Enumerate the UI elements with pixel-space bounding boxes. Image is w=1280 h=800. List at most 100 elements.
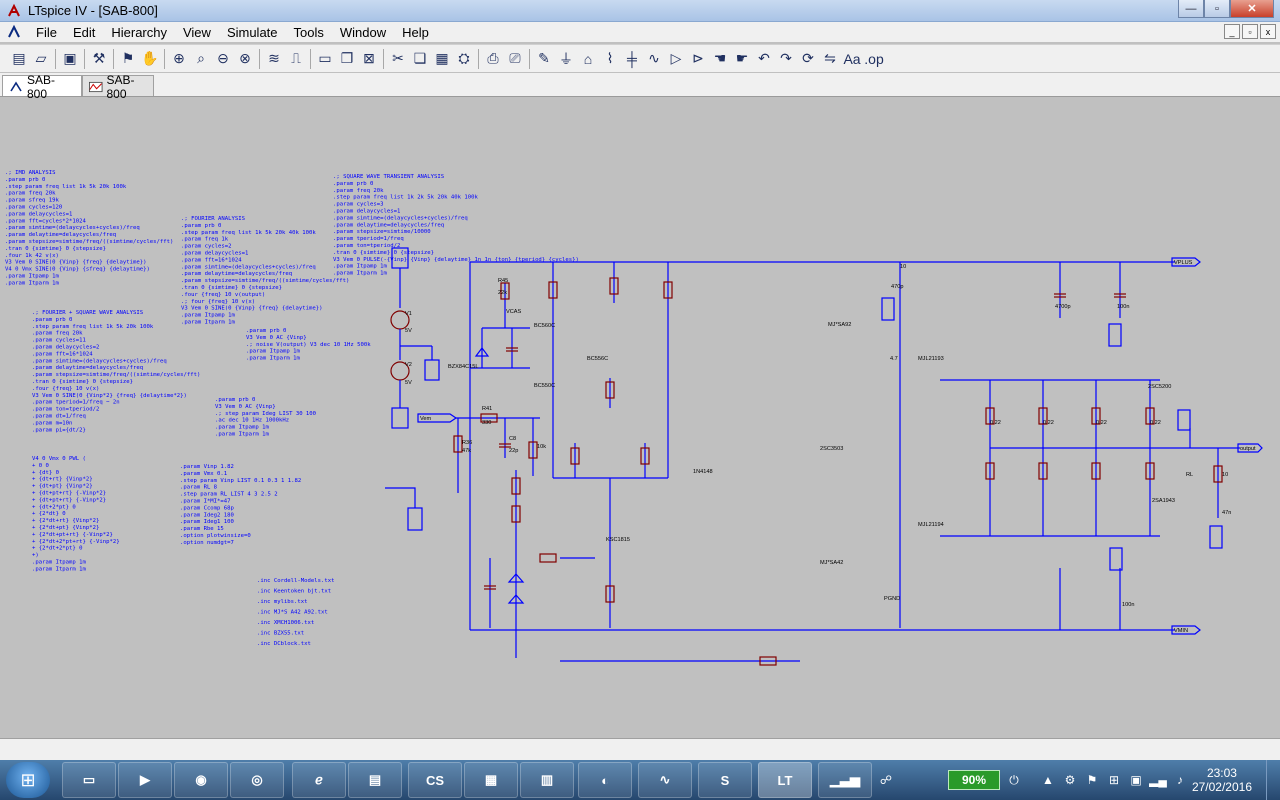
resistor-icon[interactable]: ⌇ — [606, 50, 614, 66]
directive-includes[interactable]: .inc Cordell-Models.txt.inc Keentoken bj… — [257, 578, 334, 647]
menu-window[interactable]: Window — [339, 24, 387, 40]
menu-hierarchy[interactable]: Hierarchy — [111, 24, 167, 40]
close-window-icon[interactable]: ⊠ — [363, 50, 375, 66]
paste-icon[interactable]: ▦ — [435, 50, 449, 66]
taskbar-item-calc[interactable]: ▥ — [520, 762, 574, 798]
net-pgnd[interactable]: PGND — [884, 596, 900, 602]
menu-simulate[interactable]: Simulate — [226, 24, 278, 40]
taskbar-item-media[interactable]: ▶ — [118, 762, 172, 798]
save-icon[interactable]: ▣ — [63, 50, 77, 66]
label-net-icon[interactable]: ⌂ — [583, 50, 593, 67]
close-button[interactable]: ✕ — [1230, 0, 1274, 18]
show-desktop-button[interactable] — [1266, 760, 1280, 800]
directive-params[interactable]: .param Vinp 1.82.param Vmx 0.1.step para… — [180, 464, 301, 546]
doc-restore-button[interactable]: ▫ — [1242, 24, 1258, 39]
battery-indicator[interactable]: 90% — [948, 770, 1000, 790]
taskbar-item-explorer[interactable]: ▭ — [62, 762, 116, 798]
network-icon[interactable]: ☍ — [879, 773, 893, 787]
rotate-icon[interactable]: ⟳ — [802, 50, 814, 66]
tab-schematic[interactable]: SAB-800 — [2, 73, 82, 101]
menu-help[interactable]: Help — [402, 24, 429, 40]
cascade-icon[interactable]: ❐ — [340, 50, 354, 66]
start-button[interactable]: ⊞ — [6, 762, 50, 798]
draw-wire-icon[interactable]: ✎ — [538, 50, 550, 66]
volume-icon[interactable]: ♪ — [1177, 773, 1183, 787]
net-output[interactable]: output — [1240, 446, 1256, 452]
redo-icon[interactable]: ↷ — [780, 50, 792, 66]
windows-icon[interactable]: ⊞ — [1108, 773, 1120, 787]
zoom-out-icon[interactable]: ⊖ — [217, 50, 229, 66]
label-r44[interactable]: R45 — [498, 278, 508, 284]
taskbar-item-skype[interactable]: S — [698, 762, 752, 798]
doc-minimize-button[interactable]: _ — [1224, 24, 1240, 39]
directive-square-wave[interactable]: .; SQUARE WAVE TRANSIENT ANALYSIS.param … — [333, 174, 579, 277]
new-schematic-icon[interactable]: ▤ — [12, 50, 26, 66]
control-panel-icon[interactable]: ⚒ — [92, 50, 106, 66]
menu-view[interactable]: View — [182, 24, 211, 40]
taskbar-item-folder[interactable]: ▤ — [348, 762, 402, 798]
net-input[interactable]: Vem — [420, 416, 432, 422]
label-c7[interactable]: C8 — [509, 436, 516, 442]
signal-strength-icon[interactable]: ▂▄ — [1149, 773, 1167, 787]
net-vminus[interactable]: VMIN — [1174, 628, 1188, 634]
open-folder-icon[interactable]: ▱ — [35, 50, 47, 66]
diode-icon[interactable]: ▷ — [670, 50, 682, 66]
find-icon[interactable]: ⛭ — [458, 50, 470, 66]
power-plug-icon[interactable]: ⏻ — [1009, 772, 1019, 787]
ground-icon[interactable]: ⏚ — [559, 50, 573, 67]
autorange-icon[interactable]: ≋ — [268, 50, 280, 66]
pan-icon[interactable]: ⌕ — [197, 50, 205, 66]
directive-fourier-square[interactable]: .; FOURIER + SQUARE WAVE ANALYSIS.param … — [32, 310, 200, 433]
taskbar-item-app-2[interactable]: ◎ — [230, 762, 284, 798]
halt-hand-icon[interactable]: ✋ — [141, 50, 159, 66]
taskbar-item-tool[interactable]: ◐ — [578, 762, 632, 798]
netlist-icon[interactable]: ⎍ — [291, 50, 301, 66]
mirror-icon[interactable]: ⇋ — [824, 50, 836, 66]
move-hand-icon[interactable]: ☚ — [713, 50, 727, 66]
label-v2[interactable]: V2 — [405, 362, 412, 368]
flag-icon[interactable]: ⚑ — [1086, 773, 1098, 787]
directive-fourier-analysis[interactable]: .; FOURIER ANALYSIS.param prb 0.step par… — [181, 216, 349, 326]
cut-icon[interactable]: ✂ — [392, 50, 404, 66]
schematic-canvas[interactable]: .; IMD ANALYSIS.param prb 0.step param f… — [0, 98, 1280, 738]
taskbar-item-ie[interactable]: ℯ — [292, 762, 346, 798]
menu-tools[interactable]: Tools — [293, 24, 324, 40]
print-icon[interactable]: ⎚ — [509, 50, 521, 66]
taskbar-item-app[interactable]: ◉ — [174, 762, 228, 798]
menu-file[interactable]: File — [36, 24, 57, 40]
clock[interactable]: 23:03 27/02/2016 — [1192, 766, 1252, 794]
taskbar-item-scope[interactable]: ∿ — [638, 762, 692, 798]
zoom-fit-icon[interactable]: ⊗ — [239, 50, 251, 66]
schematic-drawing[interactable]: .; IMD ANALYSIS.param prb 0.step param f… — [0, 98, 1280, 738]
print-setup-icon[interactable]: ⎙ — [487, 50, 499, 66]
label-v1[interactable]: V1 — [405, 311, 412, 317]
net-vcas[interactable]: VCAS — [506, 309, 522, 315]
undo-icon[interactable]: ↶ — [758, 50, 770, 66]
label-r35[interactable]: R36 — [462, 440, 472, 446]
copy-icon[interactable]: ❏ — [413, 50, 427, 66]
ltspice-app-icon[interactable] — [6, 3, 22, 19]
taskbar-item-ltspice[interactable]: LT — [758, 762, 812, 798]
label-r40[interactable]: R41 — [482, 406, 492, 412]
menu-edit[interactable]: Edit — [72, 24, 96, 40]
spice-directive-icon[interactable]: .op — [864, 50, 884, 67]
minimize-button[interactable]: — — [1178, 0, 1204, 18]
doc-close-button[interactable]: x — [1260, 24, 1276, 39]
taskbar-item-chip[interactable]: ▦ — [464, 762, 518, 798]
text-icon[interactable]: Aa — [843, 50, 861, 67]
inductor-icon[interactable]: ∿ — [648, 50, 660, 66]
directive-imd-analysis[interactable]: .; IMD ANALYSIS.param prb 0.step param f… — [5, 170, 173, 286]
maximize-button[interactable]: ▫ — [1204, 0, 1230, 18]
settings-icon[interactable]: ⚙ — [1064, 773, 1076, 787]
directive-pwl-source[interactable]: V4 0 Vmx 0 PWL (+ 0 0+ {dt} 0+ {dt+rt} {… — [32, 456, 120, 572]
app-tray-icon[interactable]: ▣ — [1130, 773, 1142, 787]
taskbar-item-eagle[interactable]: CS — [408, 762, 462, 798]
capacitor-icon[interactable]: ╪ — [627, 50, 637, 67]
taskbar-item-signal[interactable]: ▁▃▅ — [818, 762, 872, 798]
component-icon[interactable]: ⊳ — [692, 50, 704, 66]
zoom-in-icon[interactable]: ⊕ — [173, 50, 185, 66]
tile-horizontal-icon[interactable]: ▭ — [318, 50, 332, 66]
run-icon[interactable]: ⚑ — [121, 50, 135, 66]
